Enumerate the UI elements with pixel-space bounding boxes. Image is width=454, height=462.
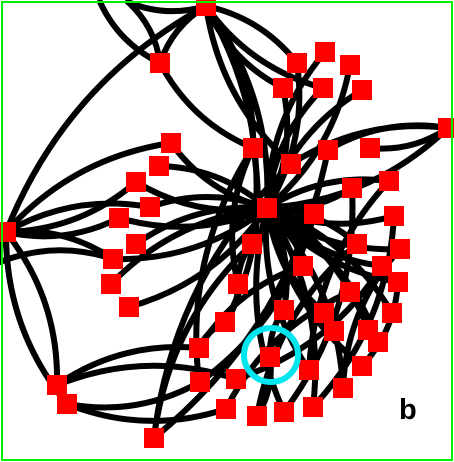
graph-node xyxy=(126,234,146,254)
graph-node xyxy=(281,154,301,174)
graph-node xyxy=(379,171,399,191)
graph-edge xyxy=(0,247,116,265)
graph-edge xyxy=(254,241,360,419)
graph-node xyxy=(360,138,380,158)
graph-edge xyxy=(264,205,290,313)
graph-edge xyxy=(3,3,209,235)
graph-node xyxy=(333,378,353,398)
node-layer xyxy=(0,0,454,448)
graph-edge xyxy=(264,85,291,211)
graph-edge xyxy=(157,60,256,151)
graph-node xyxy=(150,53,170,73)
graph-node xyxy=(303,397,323,417)
panel-label: b xyxy=(399,394,417,426)
graph-node xyxy=(161,133,181,153)
graph-node xyxy=(57,394,77,414)
graph-node xyxy=(257,198,277,218)
graph-node xyxy=(315,42,335,62)
graph-node xyxy=(190,372,210,392)
graph-node xyxy=(390,239,410,259)
graph-edge xyxy=(288,123,451,167)
graph-node xyxy=(228,274,248,294)
graph-node xyxy=(273,78,293,98)
graph-edge xyxy=(151,241,255,441)
graph-node xyxy=(260,347,280,367)
graph-edge xyxy=(196,263,306,351)
graph-node xyxy=(340,282,360,302)
graph-edge xyxy=(64,401,229,424)
graph-edge xyxy=(281,185,356,415)
graph-node xyxy=(299,360,319,380)
highlight-circle xyxy=(241,325,301,385)
graph-node xyxy=(372,256,392,276)
graph-edge xyxy=(233,263,385,382)
graph-node xyxy=(189,338,209,358)
graph-node xyxy=(242,234,262,254)
graph-node xyxy=(0,222,16,242)
graph-node xyxy=(287,53,307,73)
graph-node xyxy=(109,208,129,228)
graph-node xyxy=(247,406,267,426)
graph-node xyxy=(304,204,324,224)
graph-edge xyxy=(197,211,317,385)
graph-node xyxy=(293,256,313,276)
graph-node xyxy=(274,402,294,422)
graph-edge xyxy=(3,200,153,235)
graph-edge xyxy=(64,379,203,411)
graph-edge xyxy=(3,140,174,235)
graph-node xyxy=(140,197,160,217)
graph-node xyxy=(101,274,121,294)
graph-node xyxy=(438,118,454,138)
graph-edge xyxy=(151,147,331,441)
graph-edge xyxy=(264,85,326,211)
graph-node xyxy=(352,356,372,376)
graph-node xyxy=(149,156,169,176)
graph-node xyxy=(314,303,334,323)
graph-node xyxy=(243,138,263,158)
graph-edge xyxy=(125,0,209,15)
graph-node xyxy=(347,234,367,254)
graph-node xyxy=(384,206,404,226)
graph-node xyxy=(324,321,344,341)
graph-node xyxy=(144,428,164,448)
graph-node xyxy=(216,399,236,419)
graph-node xyxy=(382,303,402,323)
graph-node xyxy=(226,369,246,389)
graph-node xyxy=(196,0,216,16)
graph-edge xyxy=(3,229,61,388)
graph-node xyxy=(126,172,146,192)
graph-node xyxy=(340,55,360,75)
graph-node xyxy=(388,272,408,292)
graph-node xyxy=(352,80,372,100)
graph-node xyxy=(215,312,235,332)
graph-edge xyxy=(3,228,116,262)
edge-layer xyxy=(0,0,451,441)
graph-node xyxy=(119,297,139,317)
graph-node xyxy=(103,249,123,269)
graph-node xyxy=(368,332,388,352)
graph-node xyxy=(47,375,67,395)
graph-edge xyxy=(223,289,353,412)
graph-node xyxy=(313,78,333,98)
graph-node xyxy=(274,300,294,320)
graph-node xyxy=(342,178,362,198)
graph-edge xyxy=(110,205,270,263)
graph-node xyxy=(318,140,338,160)
